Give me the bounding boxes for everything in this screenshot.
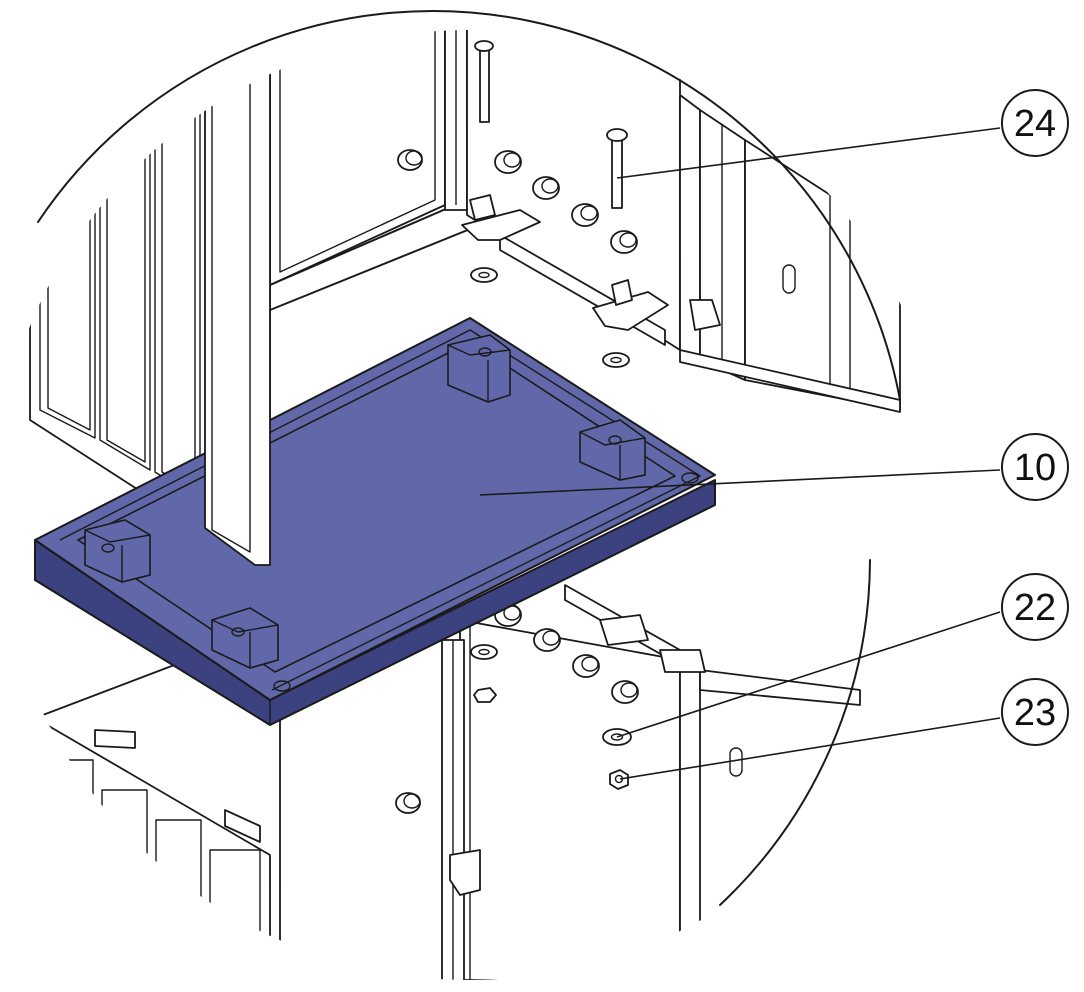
plinth-corner-block bbox=[84, 519, 151, 583]
callout-10: 10 bbox=[479, 433, 1069, 501]
plinth-corner-block bbox=[211, 607, 279, 669]
magnifier-outline bbox=[37, 10, 901, 401]
magnified-detail bbox=[29, 30, 901, 980]
bolt-upper-left bbox=[474, 40, 494, 123]
callout-23: 23 bbox=[619, 678, 1069, 780]
plinth-corner-block bbox=[447, 334, 511, 403]
spacer bbox=[533, 628, 561, 652]
spacer bbox=[494, 150, 522, 174]
lower-spacers bbox=[395, 603, 639, 814]
base-plinth-10 bbox=[34, 317, 716, 726]
callout-22: 22 bbox=[616, 573, 1069, 738]
callout-22-label: 22 bbox=[1014, 587, 1056, 629]
washer-lower-left bbox=[470, 644, 498, 660]
plinth-corner-block bbox=[579, 419, 646, 481]
spacer bbox=[572, 654, 600, 678]
spacer bbox=[397, 149, 423, 171]
spacer bbox=[532, 176, 560, 200]
spacer bbox=[395, 792, 421, 814]
spacer bbox=[610, 230, 638, 254]
left-panel-front-edge bbox=[204, 54, 271, 566]
upper-spacers bbox=[397, 149, 638, 254]
upper-mounting-bracket bbox=[461, 194, 721, 346]
bolt-24 bbox=[606, 128, 628, 209]
callout-24-label: 24 bbox=[1014, 103, 1056, 145]
washer-upper-left bbox=[470, 267, 498, 283]
spacer bbox=[611, 680, 639, 704]
nut-lower-left bbox=[473, 687, 497, 703]
upper-cabinet-frame bbox=[269, 30, 901, 413]
washer-upper-right bbox=[602, 352, 630, 368]
callout-23-label: 23 bbox=[1014, 692, 1056, 734]
lower-cabinet-frame bbox=[34, 584, 861, 980]
callout-24: 24 bbox=[616, 89, 1069, 179]
spacer bbox=[571, 203, 599, 227]
nut-23 bbox=[609, 769, 629, 790]
plinth-floor bbox=[77, 341, 676, 673]
callout-10-label: 10 bbox=[1014, 447, 1056, 489]
